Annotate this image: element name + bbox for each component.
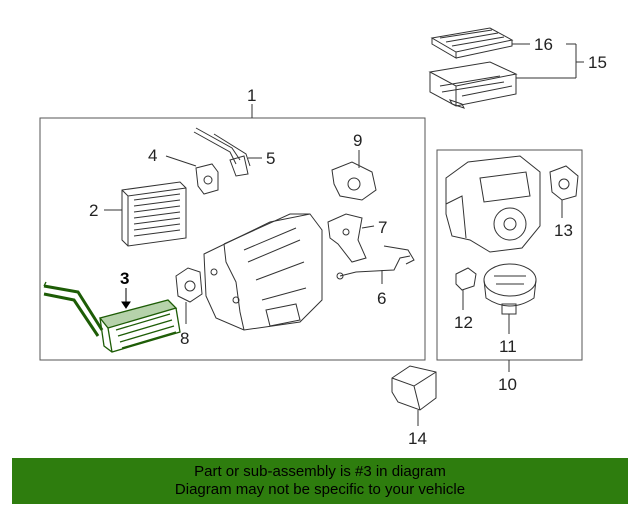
filter-cover-part [430,27,514,59]
callout-4: 4 [148,146,157,165]
leader-7 [361,225,375,229]
callout-8: 8 [180,329,189,348]
sensor-wire-part [336,245,415,280]
filter-case-part [428,61,518,109]
callout-14: 14 [408,429,427,448]
bracket-part [327,213,367,263]
callout-7: 7 [378,218,387,237]
leader-4 [165,155,197,167]
diagram-notice-banner: Part or sub-assembly is #3 in diagram Di… [12,458,628,504]
notice-line-part: Part or sub-assembly is #3 in diagram [194,463,446,480]
blower-servo-part [549,165,579,201]
parts-diagram: 1 2 3 4 5 6 7 8 9 10 11 12 13 14 15 16 [39,27,607,448]
expansion-valve-part [195,163,219,195]
blower-housing-part [445,155,541,253]
heater-case-part [203,213,323,331]
callout-5: 5 [266,149,275,168]
heater-core-part [43,281,181,353]
callout-10: 10 [498,375,517,394]
leader-3-arrowhead [121,301,131,309]
pipe-part [193,127,251,177]
control-module-part [391,365,437,411]
callout-12: 12 [454,313,473,332]
damper-servo-part [331,161,377,201]
notice-line-disclaimer: Diagram may not be specific to your vehi… [174,481,466,498]
callout-1: 1 [247,86,256,105]
callout-9: 9 [353,131,362,150]
callout-2: 2 [89,201,98,220]
callout-13: 13 [554,221,573,240]
blower-motor-part [483,263,537,315]
evaporator-part [121,181,187,247]
servo-motor-part [175,267,203,303]
main-assembly-frame [39,117,426,361]
blower-resistor-part [455,267,477,291]
callout-6: 6 [377,289,386,308]
callout-3: 3 [120,269,129,288]
callout-15: 15 [588,53,607,72]
callout-11: 11 [499,337,517,356]
callout-16: 16 [534,35,553,54]
